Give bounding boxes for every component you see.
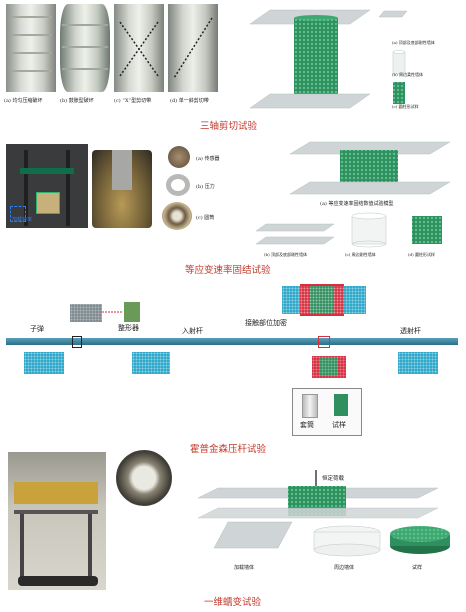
label-cylinder: (c) 圆筒	[196, 215, 215, 221]
photo-loading-frame	[6, 144, 88, 228]
photo-x-shear-band	[114, 4, 164, 92]
legend-flexible-wall: (b) 周边柔性墙体	[392, 72, 423, 77]
sleeve-icon	[302, 394, 318, 418]
bar-marker-1	[72, 336, 82, 348]
bar-marker-2	[318, 336, 330, 348]
caption-loading-wall: 加载墙体	[234, 565, 255, 571]
label-constant-load: 恒定荷载	[322, 476, 345, 482]
peripheral-wall-icon	[351, 212, 387, 248]
pressure-bar	[6, 338, 458, 345]
label-transmission-bar: 透射杆	[400, 327, 421, 335]
section-title-creep: 一维蠕变试验	[204, 597, 262, 608]
label-contact-refinement: 接触部位加密	[245, 319, 287, 327]
caption-a: (a) 均匀压缩破坏	[4, 98, 43, 104]
photo-ring	[166, 174, 190, 196]
model-caption: (a) 等应变速率固结数值试验模型	[320, 201, 394, 207]
section-title-consolidation: 等应变速率固结试验	[185, 265, 271, 276]
caption-b: (b) 鼓胀型破坏	[60, 98, 94, 104]
contact-refinement-specimen	[282, 284, 366, 316]
creep-model	[198, 470, 438, 519]
photo-sensor	[168, 146, 190, 168]
photo-apparatus	[92, 150, 152, 228]
label-sensor: (a) 传感器	[196, 156, 220, 162]
photo-single-shear-band	[168, 4, 218, 92]
label-shaper: 整形器	[118, 324, 139, 332]
caption-specimen: (d) 圆柱形试样	[408, 252, 435, 257]
caption-c: (c) “X”型剪切带	[114, 98, 152, 104]
shaper-detail	[70, 302, 140, 322]
photo-uniform-compression	[6, 4, 56, 92]
consolidation-model	[289, 141, 451, 195]
legend-specimen-icon	[393, 82, 405, 104]
rigid-walls-icon	[256, 223, 335, 245]
legend-specimen: (c) 圆柱形试样	[392, 104, 419, 109]
legend-flexible-wall-icon	[392, 50, 406, 75]
label-bullet: 子弹	[30, 325, 44, 333]
incident-particles	[132, 352, 170, 374]
section-title-triaxial: 三轴剪切试验	[200, 121, 258, 132]
legend-rigid-wall: (a) 顶部及底部刚性墙体	[392, 40, 435, 45]
peripheral-wall-icon-creep	[313, 525, 381, 557]
caption-d: (d) 单一斜剪切带	[170, 98, 209, 104]
triaxial-model	[250, 9, 371, 109]
label-sleeve: 套筒	[300, 421, 314, 429]
loading-wall-icon	[214, 521, 293, 549]
caption-specimen-creep: 试样	[412, 565, 423, 571]
label-pressure: (b) 压力	[196, 184, 215, 190]
loading-rate-label: 加载速率	[12, 217, 33, 223]
photo-bulging	[60, 4, 110, 92]
caption-peripheral-wall: (c) 周边刚性墙体	[345, 252, 376, 257]
legend-rigid-wall-icon	[378, 10, 408, 18]
transmission-particles	[398, 352, 438, 374]
caption-rigid-walls: (b) 顶部及底部刚性墙体	[264, 252, 307, 257]
photo-specimen-ring	[116, 450, 172, 506]
label-incident-bar: 入射杆	[182, 327, 203, 335]
bullet-particles	[24, 352, 64, 374]
section-title-shpb: 霍普金森压杆试验	[190, 444, 267, 455]
label-specimen: 试样	[332, 421, 346, 429]
photo-creep-rig	[8, 452, 106, 590]
specimen-particles	[312, 356, 346, 378]
specimen-icon	[334, 394, 348, 416]
specimen-disc-icon	[390, 526, 450, 554]
cylinder-specimen-icon	[412, 216, 442, 244]
photo-cylinder	[162, 202, 192, 230]
caption-peripheral-wall-creep: 周边墙体	[334, 565, 355, 571]
